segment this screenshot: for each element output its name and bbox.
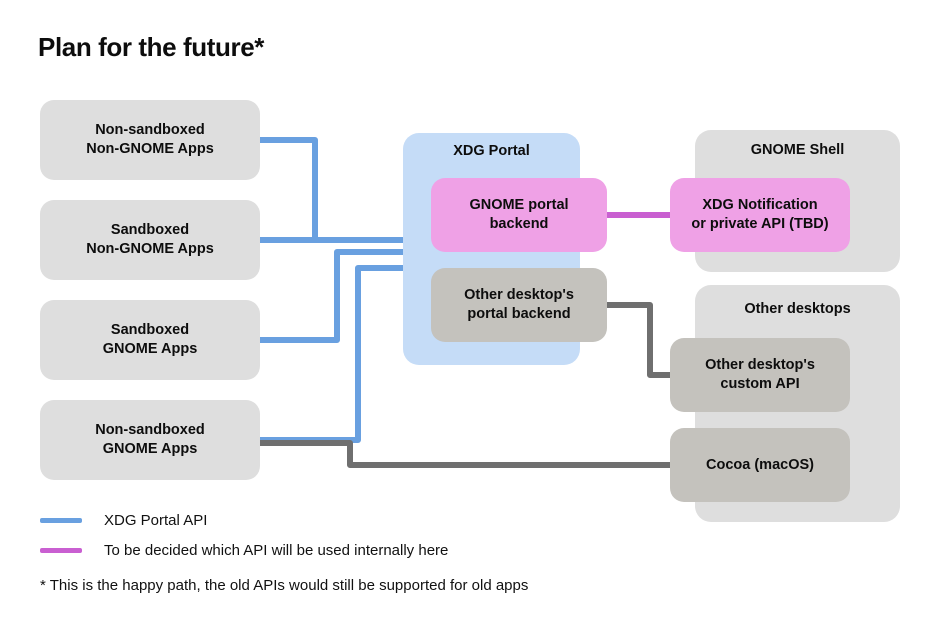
panel-title-xdg-portal: XDG Portal bbox=[453, 143, 530, 159]
node-xdg-notification-or-private-api[interactable]: XDG Notification or private API (TBD) bbox=[670, 178, 850, 252]
page-title: Plan for the future* bbox=[38, 32, 265, 62]
node-label: Sandboxed GNOME Apps bbox=[102, 322, 198, 357]
legend-swatch-pink-line-icon bbox=[40, 547, 82, 553]
connector-sandboxed-gnome-to-portal bbox=[260, 249, 403, 343]
node-cocoa-macos[interactable]: Cocoa (macOS) bbox=[670, 428, 850, 502]
node-gnome-portal-backend[interactable]: GNOME portal backend bbox=[431, 178, 607, 252]
legend-item-xdg-portal-api: XDG Portal API bbox=[40, 505, 740, 535]
node-label: Other desktop's portal backend bbox=[464, 287, 574, 322]
panel-title-other-desktops: Other desktops bbox=[744, 301, 851, 317]
node-non-sandboxed-gnome-apps[interactable]: Non-sandboxed GNOME Apps bbox=[40, 400, 260, 480]
node-label: Sandboxed Non-GNOME Apps bbox=[86, 222, 214, 257]
node-sandboxed-non-gnome-apps[interactable]: Sandboxed Non-GNOME Apps bbox=[40, 200, 260, 280]
legend-label: To be decided which API will be used int… bbox=[104, 541, 449, 559]
legend-label: XDG Portal API bbox=[104, 511, 208, 529]
node-label: GNOME portal backend bbox=[469, 197, 569, 232]
node-label: Other desktop's custom API bbox=[705, 357, 815, 392]
legend-footnote: * This is the happy path, the old APIs w… bbox=[40, 577, 529, 594]
node-non-sandboxed-non-gnome-apps[interactable]: Non-sandboxed Non-GNOME Apps bbox=[40, 100, 260, 180]
legend-swatch-blue-line-icon bbox=[40, 517, 82, 523]
panel-title-gnome-shell: GNOME Shell bbox=[750, 142, 845, 158]
legend-item-to-be-decided-api: To be decided which API will be used int… bbox=[40, 535, 740, 565]
node-label: Non-sandboxed GNOME Apps bbox=[95, 422, 205, 457]
connector-nonsandboxed-gnome-to-portal bbox=[260, 265, 403, 443]
node-label: Non-sandboxed Non-GNOME Apps bbox=[86, 122, 214, 157]
node-sandboxed-gnome-apps[interactable]: Sandboxed GNOME Apps bbox=[40, 300, 260, 380]
legend: XDG Portal API To be decided which API w… bbox=[40, 505, 740, 594]
node-label: XDG Notification or private API (TBD) bbox=[691, 197, 829, 232]
node-other-desktops-custom-api[interactable]: Other desktop's custom API bbox=[670, 338, 850, 412]
node-other-desktops-portal-backend[interactable]: Other desktop's portal backend bbox=[431, 268, 607, 342]
connector-nonsandboxed-gnome-to-cocoa bbox=[260, 440, 700, 468]
connector-nonsandboxed-nongnome-to-portal bbox=[260, 137, 403, 243]
node-label: Cocoa (macOS) bbox=[706, 456, 814, 473]
